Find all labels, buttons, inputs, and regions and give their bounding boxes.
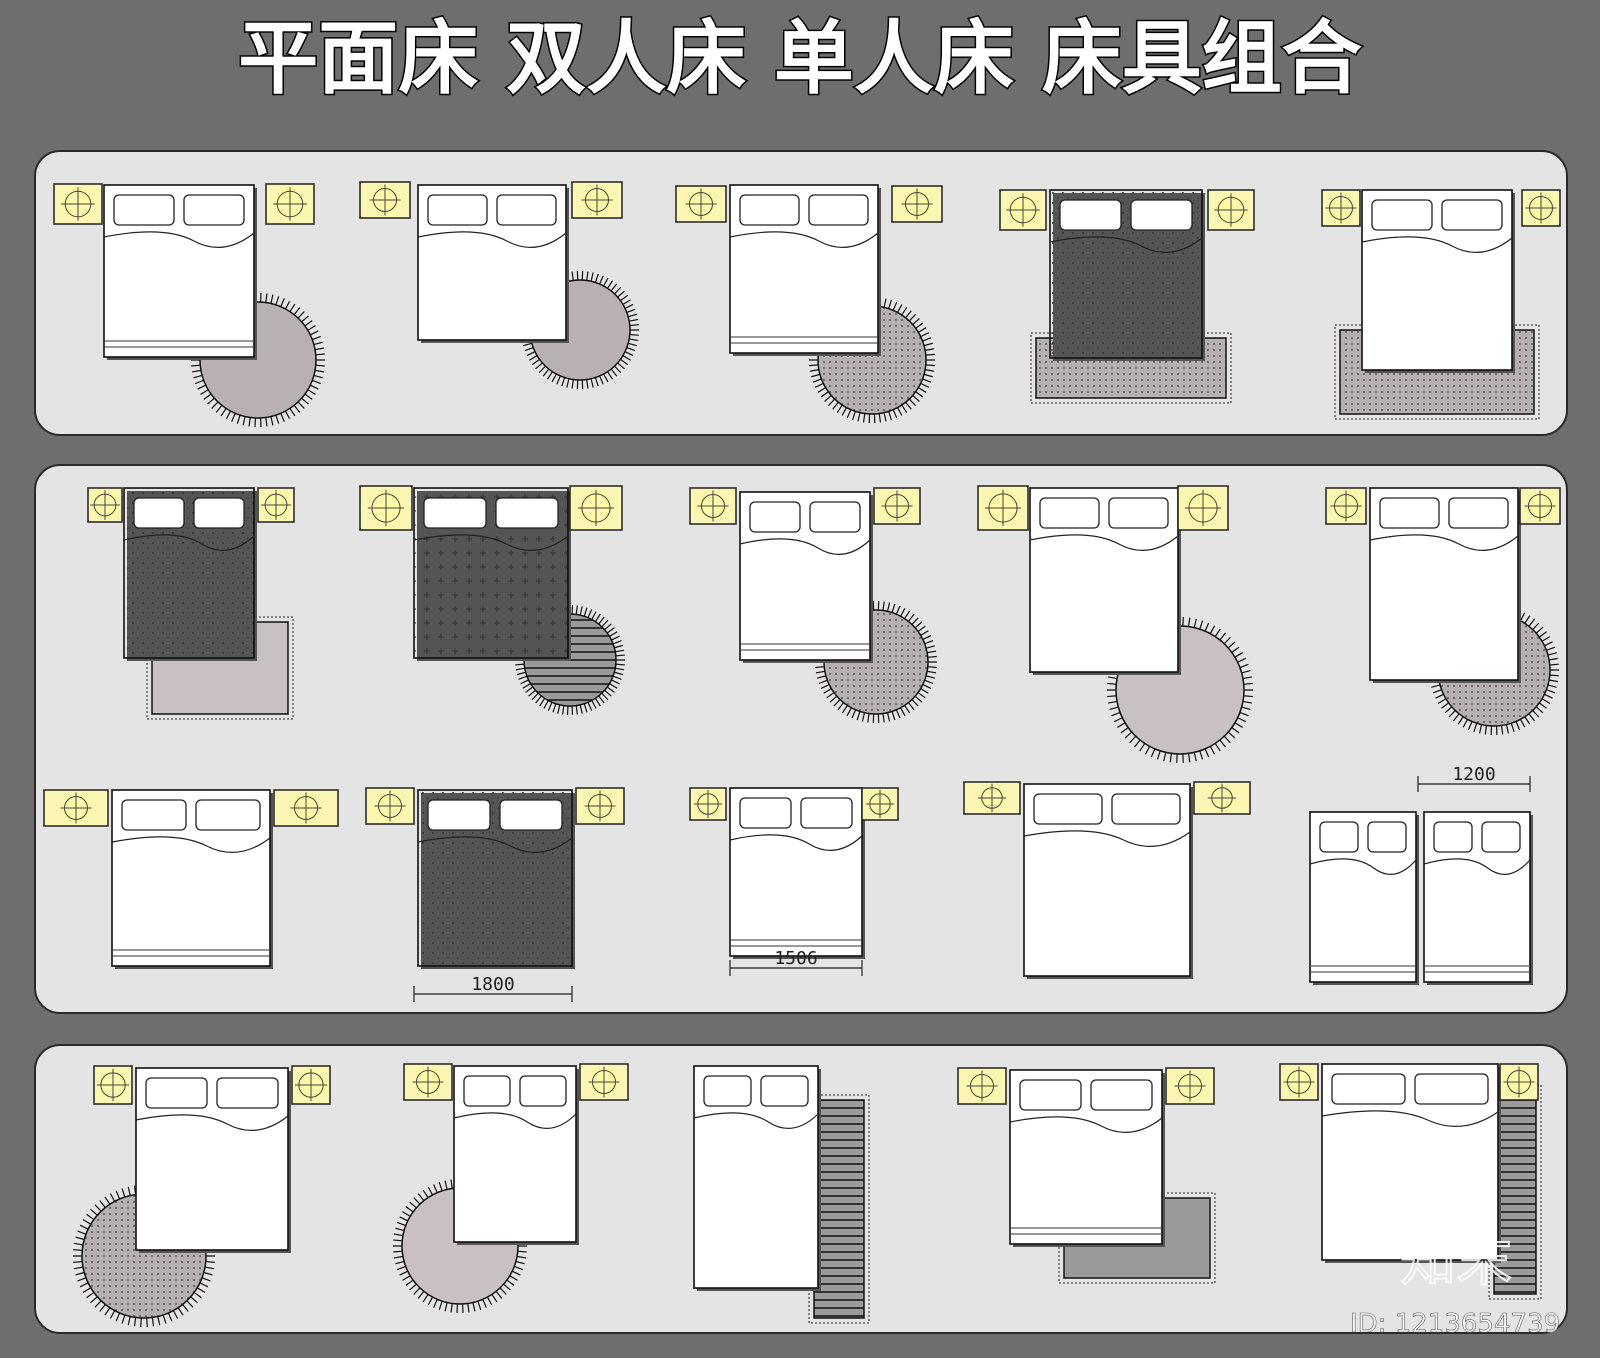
- bedside-lamp-icon: [1279, 1063, 1319, 1101]
- single-bed: [1423, 811, 1533, 985]
- bedside-lamp-icon: [569, 485, 623, 531]
- svg-text:ID: 1213654739: ID: 1213654739: [1350, 1309, 1560, 1339]
- double-bed: [413, 487, 571, 661]
- double-bed: [417, 184, 569, 343]
- double-bed: [1029, 487, 1181, 675]
- bedside-lamp-icon: [1499, 1063, 1539, 1101]
- double-bed: [103, 184, 257, 360]
- bedside-lamp-icon: [43, 789, 109, 827]
- watermark-id: ID: 1213654739: [1350, 1309, 1560, 1340]
- double-bed: [417, 789, 575, 969]
- bedside-lamp-icon: [1519, 487, 1561, 525]
- bedside-lamp-icon: [273, 789, 339, 827]
- bedside-lamp-icon: [977, 485, 1029, 531]
- page-title: 平面床 双人床 单人床 床具组合: [0, 6, 1600, 107]
- bedside-lamp-icon: [957, 1067, 1007, 1105]
- bedside-lamp-icon: [1207, 189, 1255, 231]
- bedside-lamp-icon: [1177, 485, 1229, 531]
- single-bed: [693, 1065, 821, 1291]
- bedside-lamp-icon: [999, 189, 1047, 231]
- bedside-lamp-icon: [579, 1063, 629, 1101]
- bedside-lamp-icon: [1165, 1067, 1215, 1105]
- double-bed: [1321, 1063, 1501, 1263]
- double-bed: [1361, 189, 1515, 373]
- single-bed: [1309, 811, 1419, 985]
- double-bed: [729, 184, 881, 356]
- bedside-lamp-icon: [891, 185, 943, 223]
- bedside-lamp-icon: [1193, 781, 1251, 815]
- bedside-lamp-icon: [675, 185, 727, 223]
- double-bed: [729, 787, 865, 959]
- double-bed: [1023, 783, 1193, 979]
- watermark-brand: 知末: [1400, 1228, 1513, 1295]
- bedside-lamp-icon: [873, 487, 921, 525]
- bedside-lamp-icon: [689, 487, 737, 525]
- bedside-lamp-icon: [1521, 189, 1561, 227]
- bedside-lamp-icon: [87, 487, 123, 523]
- bedside-lamp-icon: [359, 485, 413, 531]
- bedside-lamp-icon: [291, 1065, 331, 1105]
- bedside-lamp-icon: [265, 183, 315, 225]
- bedside-lamp-icon: [1325, 487, 1367, 525]
- bedside-lamp-icon: [403, 1063, 453, 1101]
- double-bed: [1369, 487, 1521, 683]
- bedside-lamp-icon: [1321, 189, 1361, 227]
- dimension-1506: 1506: [774, 948, 817, 969]
- double-bed: [1009, 1069, 1165, 1247]
- svg-text:知末: 知末: [1400, 1229, 1512, 1294]
- bedside-lamp-icon: [575, 787, 625, 825]
- svg-text:平面床 双人床 单人床 床具组合: 平面床 双人床 单人床 床具组合: [238, 12, 1362, 105]
- bedside-lamp-icon: [689, 787, 727, 821]
- bedside-lamp-icon: [963, 781, 1021, 815]
- bedside-lamp-icon: [571, 181, 623, 219]
- double-bed: [111, 789, 273, 969]
- bedside-lamp-icon: [257, 487, 295, 523]
- double-bed: [1049, 189, 1205, 361]
- bedside-lamp-icon: [365, 787, 415, 825]
- double-bed: [453, 1065, 579, 1245]
- double-bed: [135, 1067, 291, 1253]
- double-bed: [123, 487, 257, 661]
- bedside-lamp-icon: [93, 1065, 133, 1105]
- double-bed: [739, 491, 873, 663]
- bedside-lamp-icon: [53, 183, 103, 225]
- bedside-lamp-icon: [861, 787, 899, 821]
- dimension-1800: 1800: [471, 974, 514, 995]
- bedside-lamp-icon: [359, 181, 411, 219]
- dimension-1200: 1200: [1452, 764, 1495, 785]
